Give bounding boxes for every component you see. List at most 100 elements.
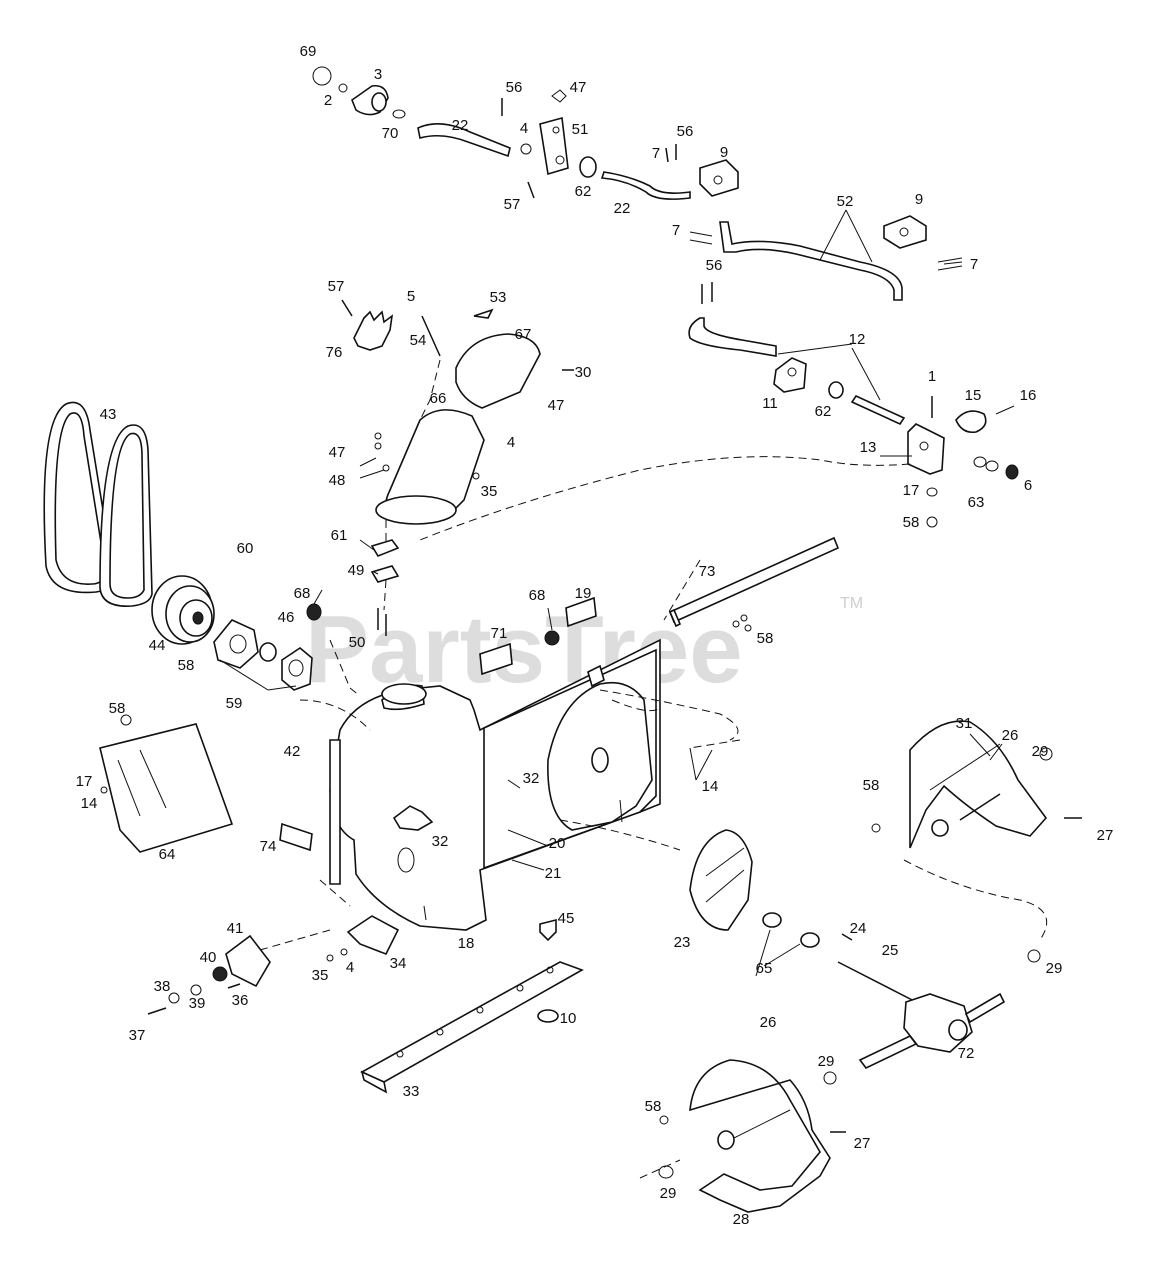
part-label-58: 58 (863, 777, 880, 794)
part-label-7: 7 (672, 222, 680, 239)
part-label-61: 61 (331, 527, 348, 544)
part-label-64: 64 (159, 846, 176, 863)
part-label-9: 9 (720, 144, 728, 161)
part-label-33: 33 (403, 1083, 420, 1100)
part-label-43: 43 (100, 406, 117, 423)
impeller (689, 829, 853, 948)
part-label-4: 4 (346, 959, 354, 976)
part-label-53: 53 (490, 289, 507, 306)
lower-crank-assembly (688, 317, 1019, 528)
reinforcement-bar (668, 536, 840, 632)
part-label-71: 71 (491, 625, 508, 642)
part-label-7: 7 (970, 256, 978, 273)
discharge-chute (341, 299, 574, 525)
assembly-lines (259, 359, 1048, 1179)
part-label-14: 14 (702, 778, 719, 795)
part-label-14: 14 (81, 795, 98, 812)
scraper-bar (360, 918, 584, 1094)
pulley-assembly (151, 575, 322, 691)
part-label-32: 32 (432, 833, 449, 850)
part-label-32: 32 (523, 770, 540, 787)
part-label-54: 54 (410, 332, 427, 349)
part-label-49: 49 (348, 562, 365, 579)
part-label-23: 23 (674, 934, 691, 951)
watermark-tm: TM (840, 595, 863, 612)
part-label-25: 25 (882, 942, 899, 959)
drive-belts (43, 401, 153, 607)
part-label-58: 58 (903, 514, 920, 531)
part-label-57: 57 (328, 278, 345, 295)
part-label-66: 66 (430, 390, 447, 407)
part-label-48: 48 (329, 472, 346, 489)
part-label-58: 58 (757, 630, 774, 647)
part-label-29: 29 (818, 1053, 835, 1070)
chute-crank-assembly (312, 66, 739, 200)
part-label-4: 4 (520, 120, 528, 137)
part-label-58: 58 (178, 657, 195, 674)
part-label-17: 17 (76, 773, 93, 790)
part-label-10: 10 (560, 1010, 577, 1027)
lower-auger (658, 1059, 846, 1213)
skid-shoe (99, 714, 234, 853)
part-label-29: 29 (1032, 743, 1049, 760)
part-label-26: 26 (760, 1014, 777, 1031)
part-label-27: 27 (854, 1135, 871, 1152)
leader-lines (219, 209, 1003, 977)
part-label-44: 44 (149, 637, 166, 654)
part-label-74: 74 (260, 838, 277, 855)
part-label-37: 37 (129, 1027, 146, 1044)
part-label-68: 68 (294, 585, 311, 602)
part-label-67: 67 (515, 326, 532, 343)
part-label-38: 38 (154, 978, 171, 995)
part-label-17: 17 (903, 482, 920, 499)
part-label-56: 56 (677, 123, 694, 140)
part-label-58: 58 (109, 700, 126, 717)
part-label-65: 65 (756, 960, 773, 977)
crank-rod-assembly (689, 215, 963, 304)
part-label-20: 20 (549, 835, 566, 852)
part-label-52: 52 (837, 193, 854, 210)
part-label-27: 27 (1097, 827, 1114, 844)
part-label-60: 60 (237, 540, 254, 557)
part-label-1: 1 (928, 368, 936, 385)
part-label-42: 42 (284, 743, 301, 760)
gear-shaft (837, 949, 1041, 1070)
part-label-62: 62 (575, 183, 592, 200)
part-label-6: 6 (1024, 477, 1032, 494)
part-label-22: 22 (614, 200, 631, 217)
decal-19 (565, 596, 597, 628)
decal-74 (279, 822, 313, 852)
part-label-47: 47 (329, 444, 346, 461)
part-label-16: 16 (1020, 387, 1037, 404)
part-label-72: 72 (958, 1045, 975, 1062)
part-label-39: 39 (189, 995, 206, 1012)
part-label-24: 24 (850, 920, 867, 937)
part-label-18: 18 (458, 935, 475, 952)
upper-auger (871, 720, 1082, 849)
part-label-4: 4 (507, 434, 515, 451)
part-label-47: 47 (570, 79, 587, 96)
part-label-46: 46 (278, 609, 295, 626)
part-label-56: 56 (506, 79, 523, 96)
decal-71 (479, 642, 513, 676)
part-label-35: 35 (481, 483, 498, 500)
chute-hardware (370, 432, 480, 636)
part-label-5: 5 (407, 288, 415, 305)
part-label-58: 58 (645, 1098, 662, 1115)
part-label-21: 21 (545, 865, 562, 882)
part-label-28: 28 (733, 1211, 750, 1228)
part-label-29: 29 (1046, 960, 1063, 977)
part-label-29: 29 (660, 1185, 677, 1202)
part-label-41: 41 (227, 920, 244, 937)
part-label-76: 76 (326, 344, 343, 361)
part-label-34: 34 (390, 955, 407, 972)
part-label-57: 57 (504, 196, 521, 213)
part-label-26: 26 (1002, 727, 1019, 744)
part-label-7: 7 (652, 145, 660, 162)
part-label-50: 50 (349, 634, 366, 651)
part-label-70: 70 (382, 125, 399, 142)
part-label-73: 73 (699, 563, 716, 580)
nut-68 (544, 630, 560, 646)
part-label-13: 13 (860, 439, 877, 456)
